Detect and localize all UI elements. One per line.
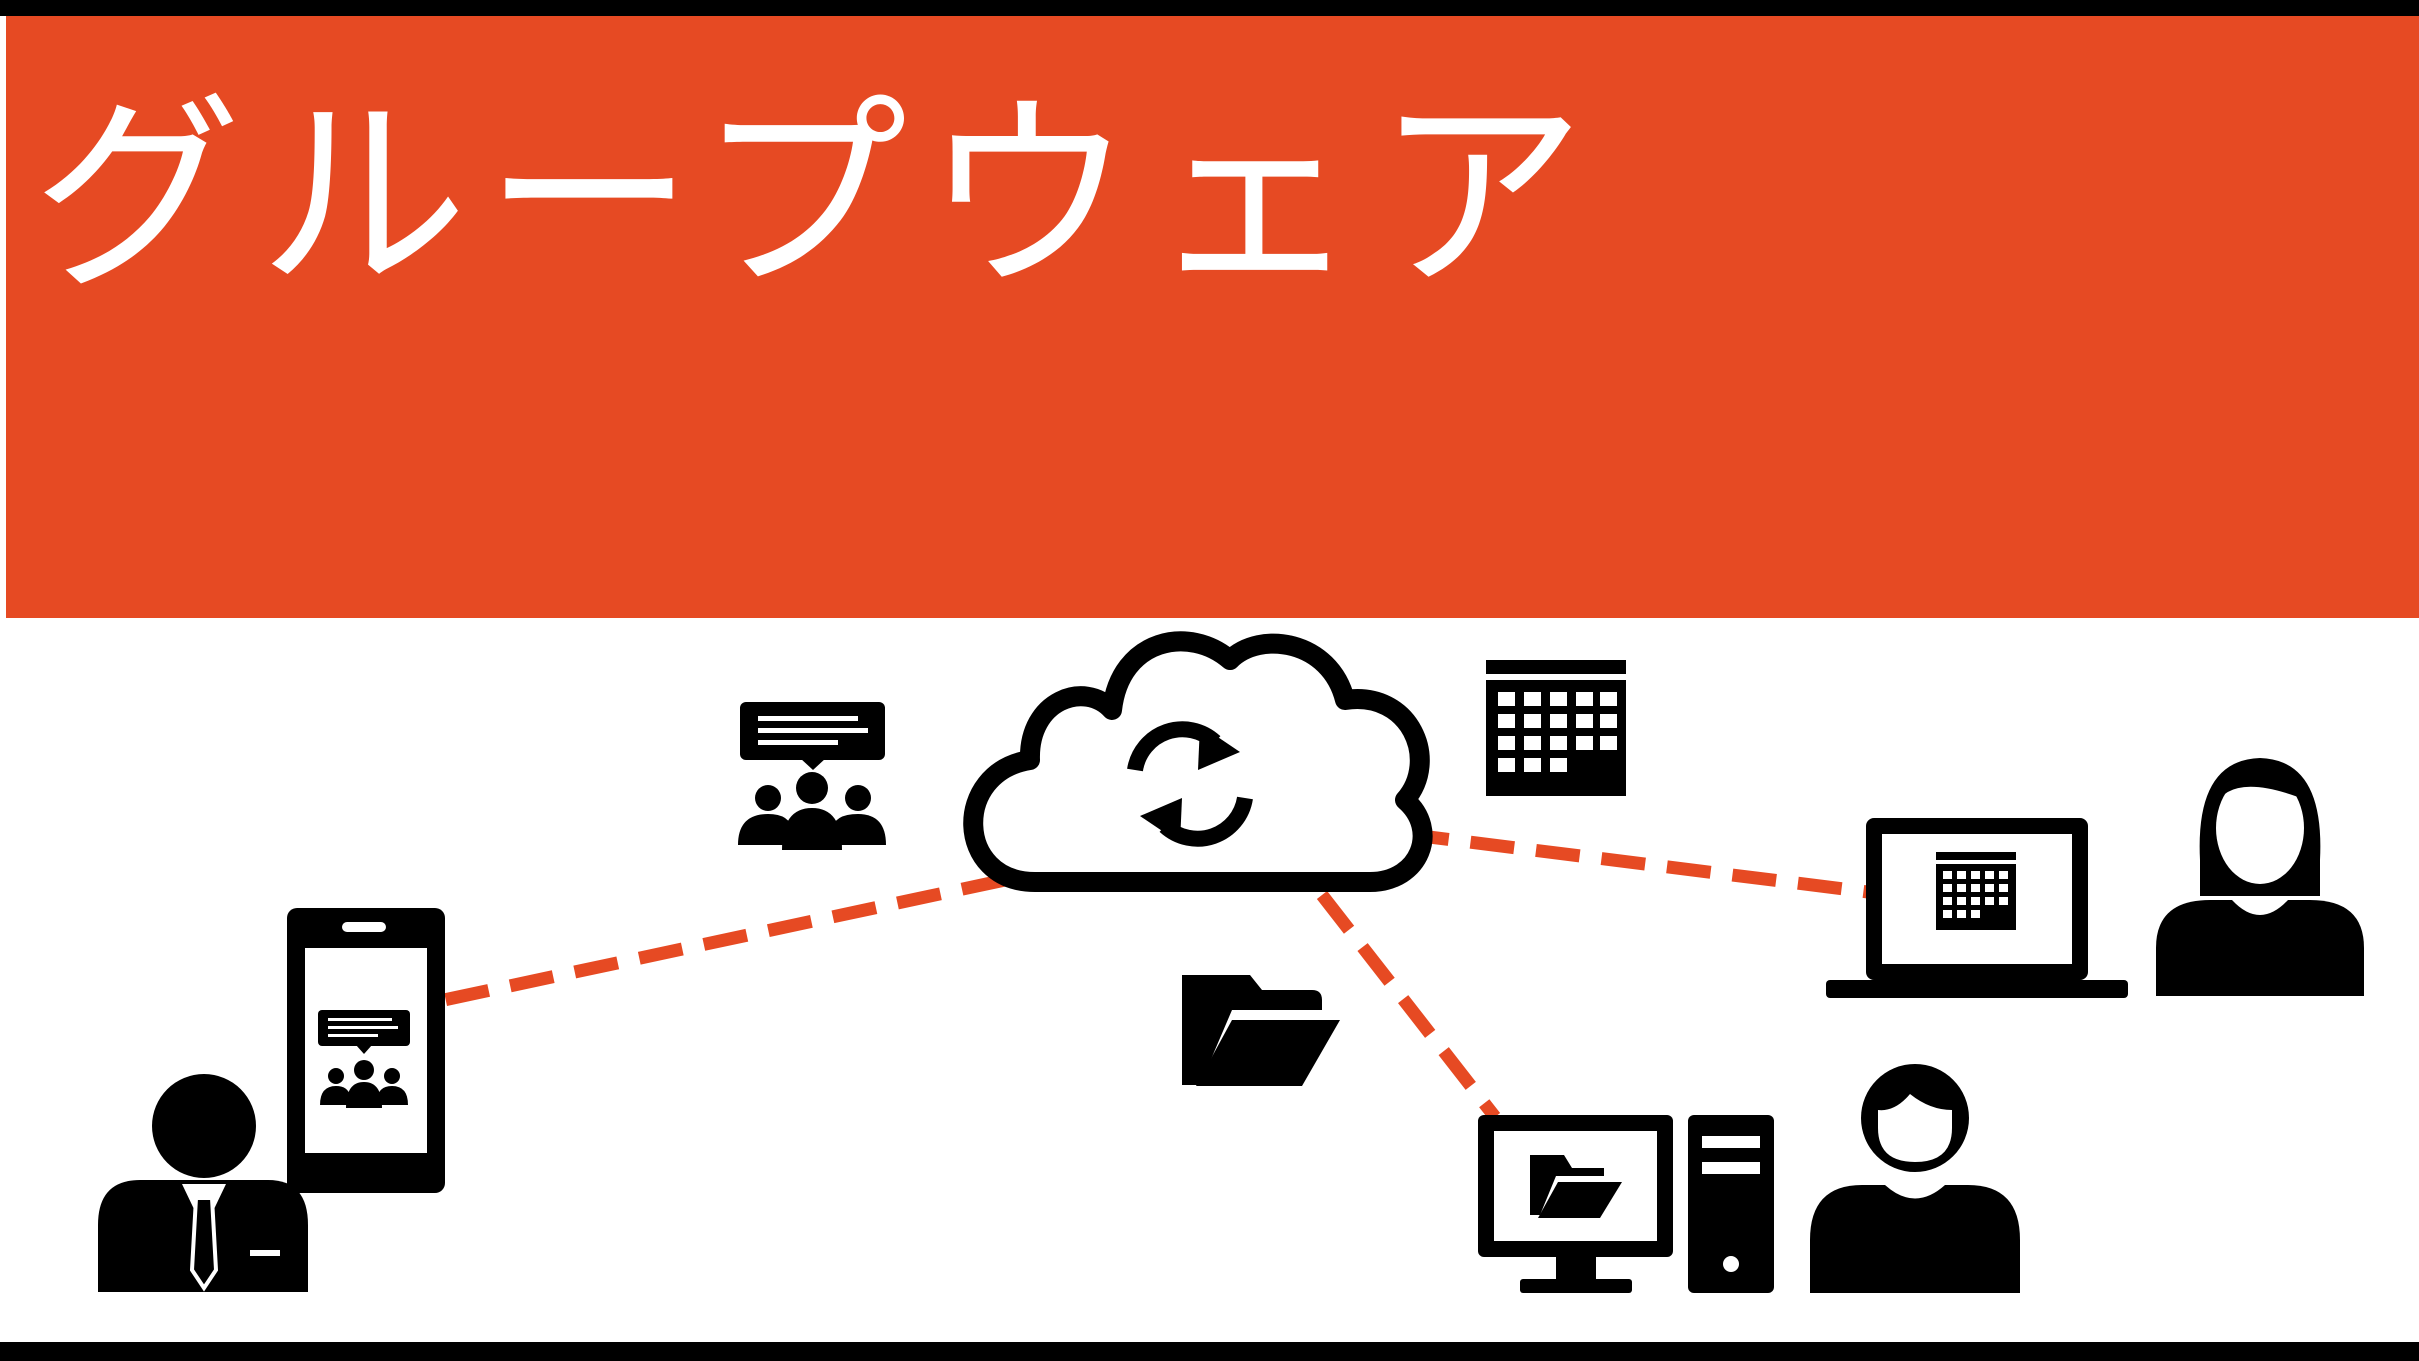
desktop-folder-icon bbox=[1478, 1115, 1774, 1293]
title-banner: グループウェア bbox=[6, 16, 2419, 618]
calendar-icon bbox=[1486, 660, 1626, 796]
connection-lines bbox=[442, 827, 1869, 1121]
woman-user-icon bbox=[2156, 758, 2364, 996]
smartphone-chat-icon bbox=[287, 908, 445, 1193]
page-title: グループウェア bbox=[32, 74, 1602, 319]
top-border bbox=[0, 0, 2419, 16]
folder-icon bbox=[1182, 975, 1340, 1086]
team-chat-icon bbox=[738, 702, 886, 850]
cloud-sync-icon bbox=[963, 631, 1433, 892]
businessman-icon bbox=[98, 1074, 308, 1292]
man-user-icon bbox=[1810, 1064, 2020, 1293]
laptop-calendar-icon bbox=[1826, 818, 2128, 998]
connection-cloud-smartphone bbox=[442, 873, 1007, 1007]
connection-cloud-desktop bbox=[1316, 891, 1501, 1121]
connection-cloud-laptop bbox=[1404, 827, 1869, 899]
bottom-border bbox=[0, 1342, 2419, 1361]
